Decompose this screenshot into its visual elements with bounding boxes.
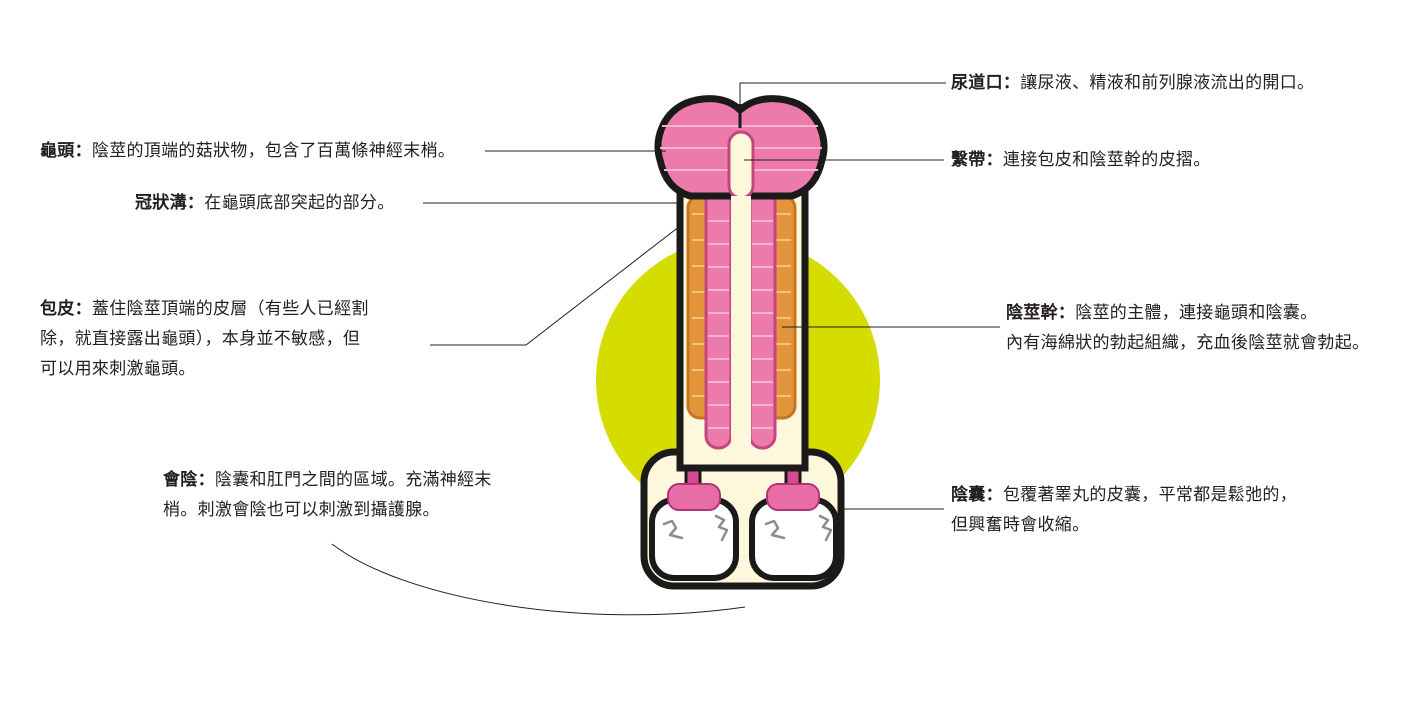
glans-label: 龜頭：陰莖的頂端的菇狀物，包含了百萬條神經末梢。 [40,136,455,166]
meatus-term: 尿道口： [951,73,1021,93]
scrotum-label: 陰囊：包覆著睪丸的皮囊，平常都是鬆弛的， 但興奮時會收縮。 [951,480,1297,540]
perineum-desc-2: 梢。刺激會陰也可以刺激到攝護腺。 [163,500,440,520]
perineum-desc-1: 陰囊和肛門之間的區域。充滿神經末 [214,470,492,490]
foreskin-desc-3: 可以用來刺激龜頭。 [40,359,196,379]
foreskin-label: 包皮：蓋住陰莖頂端的皮層（有些人已經割 除，就直接露出龜頭），本身並不敏感，但 … [40,294,369,384]
shaft-term: 陰莖幹： [1006,303,1076,323]
foreskin-term: 包皮： [40,299,92,319]
scrotum-term: 陰囊： [951,485,1003,505]
shaft-desc-1: 陰莖的主體，連接龜頭和陰囊。 [1075,303,1318,323]
glans-desc: 陰莖的頂端的菇狀物，包含了百萬條神經末梢。 [91,141,456,161]
corona-term: 冠狀溝： [135,193,205,213]
corona-desc: 在龜頭底部突起的部分。 [204,193,395,213]
corona-label: 冠狀溝：在龜頭底部突起的部分。 [135,188,395,218]
frenulum-desc: 連接包皮和陰莖幹的皮摺。 [1002,150,1211,170]
shaft-label: 陰莖幹：陰莖的主體，連接龜頭和陰囊。 內有海綿狀的勃起組織，充血後陰莖就會勃起。 [1006,298,1369,358]
glans [654,95,828,448]
foreskin-desc-1: 蓋住陰莖頂端的皮層（有些人已經割 [91,299,369,319]
foreskin-line [430,225,681,346]
perineum-line [331,543,746,616]
foreskin-desc-2: 除，就直接露出龜頭），本身並不敏感，但 [40,329,361,349]
frenulum-term: 繫帶： [951,150,1003,170]
frenulum-label: 繫帶：連接包皮和陰莖幹的皮摺。 [951,145,1211,175]
scrotum-line-1: 陰囊：包覆著睪丸的皮囊，平常都是鬆弛的， [951,480,1297,510]
foreskin-line-1: 包皮：蓋住陰莖頂端的皮層（有些人已經割 [40,294,369,324]
meatus-desc: 讓尿液、精液和前列腺液流出的開口。 [1020,73,1315,93]
perineum-term: 會陰： [163,470,215,490]
shaft-desc-2: 內有海綿狀的勃起組織，充血後陰莖就會勃起。 [1006,333,1370,353]
perineum-line-1: 會陰：陰囊和肛門之間的區域。充滿神經末 [163,465,492,495]
glans-term: 龜頭： [40,141,92,161]
shaft-line-1: 陰莖幹：陰莖的主體，連接龜頭和陰囊。 [1006,298,1369,328]
meatus-line [739,82,946,108]
scrotum-desc-1: 包覆著睪丸的皮囊，平常都是鬆弛的， [1002,485,1298,505]
scrotum [640,445,845,590]
meatus-label: 尿道口：讓尿液、精液和前列腺液流出的開口。 [951,68,1314,98]
perineum-label: 會陰：陰囊和肛門之間的區域。充滿神經末 梢。刺激會陰也可以刺激到攝護腺。 [163,465,492,525]
scrotum-desc-2: 但興奮時會收縮。 [951,515,1090,535]
lead-lines [331,82,1000,616]
